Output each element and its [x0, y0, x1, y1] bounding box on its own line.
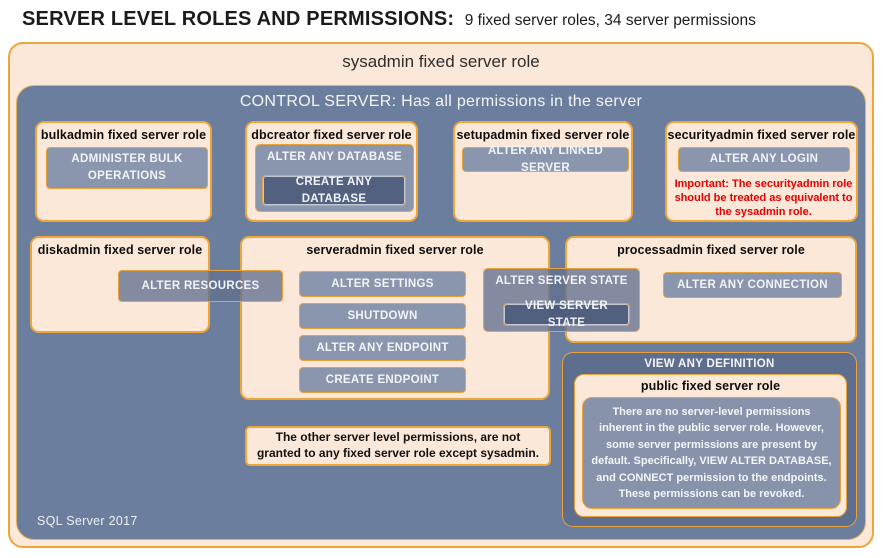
- page-title: SERVER LEVEL ROLES AND PERMISSIONS: 9 fi…: [22, 8, 862, 31]
- perm-create-endpoint: CREATE ENDPOINT: [299, 367, 466, 393]
- perm-administer-bulk-operations: ADMINISTER BULK OPERATIONS: [46, 147, 208, 189]
- perm-alter-any-database: ALTER ANY DATABASE: [266, 151, 403, 163]
- processadmin-role-title: processadmin fixed server role: [617, 243, 805, 257]
- perm-alter-settings: ALTER SETTINGS: [299, 271, 466, 297]
- perm-shutdown: SHUTDOWN: [299, 303, 466, 329]
- public-role-title: public fixed server role: [640, 379, 781, 393]
- bulkadmin-role-box: bulkadmin fixed server role ADMINISTER B…: [35, 121, 212, 222]
- perm-view-any-definition: VIEW ANY DEFINITION: [644, 358, 775, 370]
- bulkadmin-role-title: bulkadmin fixed server role: [40, 128, 207, 142]
- perm-alter-any-login: ALTER ANY LOGIN: [678, 147, 850, 172]
- page-title-main: SERVER LEVEL ROLES AND PERMISSIONS:: [22, 8, 455, 30]
- perm-alter-server-state: ALTER SERVER STATE: [495, 275, 628, 287]
- perm-alter-any-endpoint: ALTER ANY ENDPOINT: [299, 335, 466, 361]
- serveradmin-role-box: serveradmin fixed server role ALTER SETT…: [240, 236, 550, 400]
- sysadmin-role-label: sysadmin fixed server role: [342, 52, 540, 71]
- public-role-description: There are no server-level permissions in…: [582, 397, 841, 509]
- securityadmin-role-box: securityadmin fixed server role ALTER AN…: [665, 121, 858, 222]
- securityadmin-role-title: securityadmin fixed server role: [667, 128, 856, 142]
- setupadmin-role-title: setupadmin fixed server role: [456, 128, 630, 142]
- dbcreator-role-box: dbcreator fixed server role ALTER ANY DA…: [245, 121, 418, 222]
- other-permissions-note: The other server level permissions, are …: [245, 426, 551, 466]
- perm-alter-resources: ALTER RESOURCES: [118, 270, 283, 302]
- perm-alter-server-state-group: ALTER SERVER STATE VIEW SERVER STATE: [483, 268, 640, 332]
- perm-alter-any-database-group: ALTER ANY DATABASE CREATE ANY DATABASE: [255, 144, 414, 212]
- dbcreator-role-title: dbcreator fixed server role: [251, 128, 412, 142]
- perm-create-any-database: CREATE ANY DATABASE: [262, 175, 406, 206]
- footer-version-label: SQL Server 2017: [37, 514, 138, 528]
- public-role-box: public fixed server role There are no se…: [574, 374, 847, 517]
- view-any-definition-box: VIEW ANY DEFINITION public fixed server …: [562, 352, 857, 527]
- securityadmin-warning: Important: The securityadmin role should…: [674, 178, 853, 218]
- perm-view-server-state: VIEW SERVER STATE: [503, 300, 630, 329]
- serveradmin-role-title: serveradmin fixed server role: [306, 243, 484, 257]
- page-title-sub: 9 fixed server roles, 34 server permissi…: [464, 12, 756, 29]
- diskadmin-role-title: diskadmin fixed server role: [37, 243, 203, 257]
- perm-alter-any-linked-server: ALTER ANY LINKED SERVER: [462, 145, 629, 174]
- setupadmin-role-box: setupadmin fixed server role ALTER ANY L…: [453, 121, 633, 222]
- perm-alter-any-connection: ALTER ANY CONNECTION: [663, 272, 842, 298]
- control-server-label: CONTROL SERVER: Has all permissions in t…: [239, 93, 643, 110]
